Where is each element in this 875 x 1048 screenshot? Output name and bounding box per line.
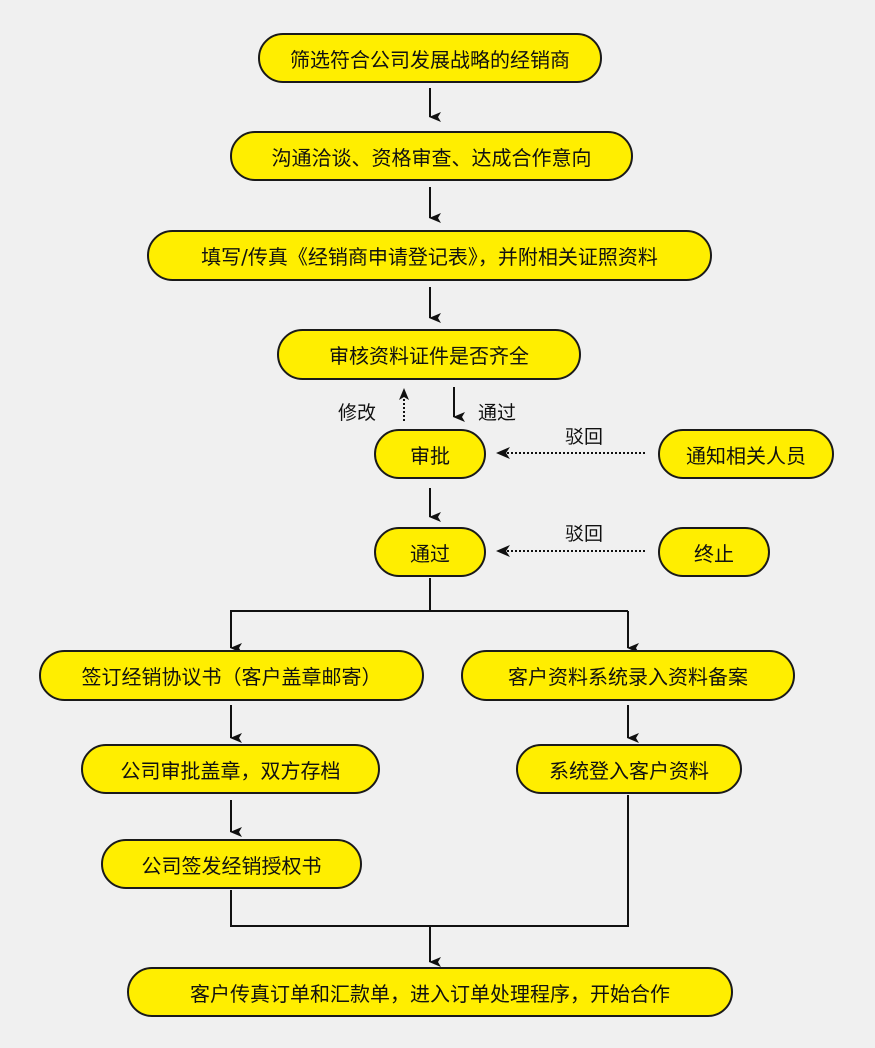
arrow-head-reject-1 xyxy=(496,447,510,459)
node-screen-dealers: 筛选符合公司发展战略的经销商 xyxy=(258,33,602,83)
node-pass: 通过 xyxy=(374,527,486,577)
node-start-cooperation: 客户传真订单和汇款单，进入订单处理程序，开始合作 xyxy=(127,967,733,1017)
label-reject-notify: 驳回 xyxy=(565,426,604,448)
arrow-head-modify xyxy=(399,388,409,400)
label-modify: 修改 xyxy=(338,402,377,424)
arrow-head-reject-2 xyxy=(496,545,510,557)
node-company-stamp: 公司审批盖章，双方存档 xyxy=(81,744,380,794)
label-passed: 通过 xyxy=(478,402,517,424)
node-sign-agreement: 签订经销协议书（客户盖章邮寄） xyxy=(39,650,424,701)
node-terminate: 终止 xyxy=(658,527,770,577)
node-issue-license: 公司签发经销授权书 xyxy=(101,839,362,889)
node-notify-staff: 通知相关人员 xyxy=(658,429,834,479)
node-review-documents: 审核资料证件是否齐全 xyxy=(277,329,581,380)
node-negotiate: 沟通洽谈、资格审查、达成合作意向 xyxy=(230,131,633,181)
label-reject-terminate: 驳回 xyxy=(565,523,604,545)
node-system-login: 系统登入客户资料 xyxy=(516,744,742,794)
node-record-info: 客户资料系统录入资料备案 xyxy=(461,650,795,701)
node-approve: 审批 xyxy=(374,429,486,479)
branch-connector xyxy=(230,578,431,653)
node-fill-application: 填写/传真《经销商申请登记表》，并附相关证照资料 xyxy=(147,230,712,281)
